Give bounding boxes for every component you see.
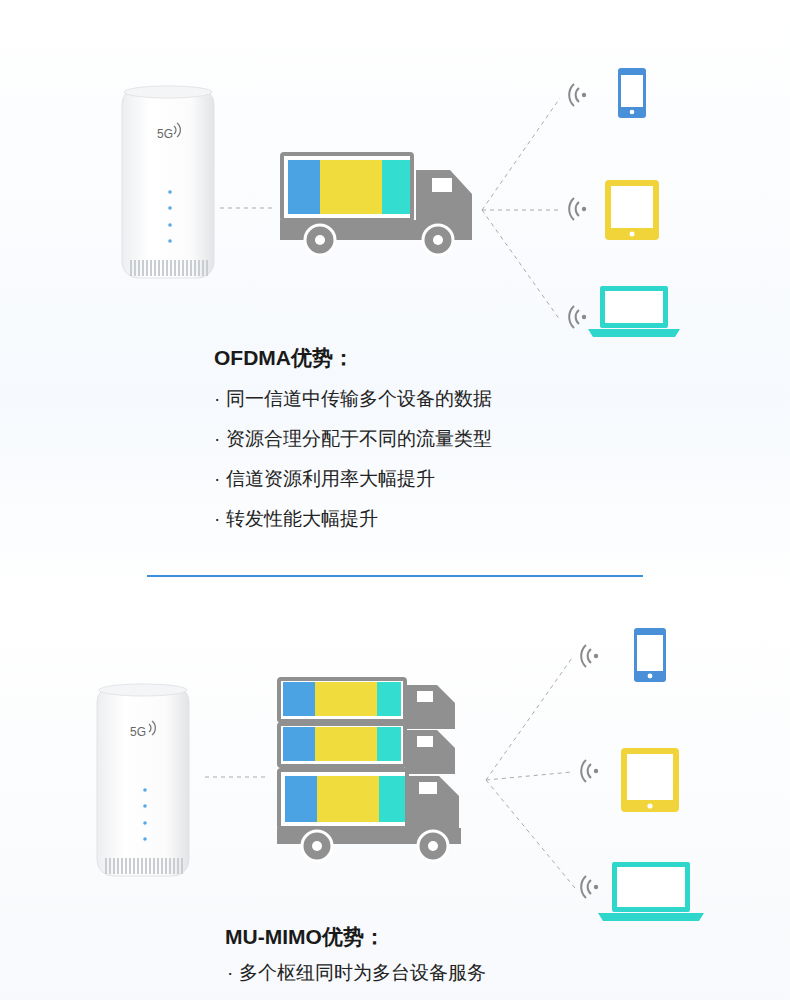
bullet-item: · 同一信道中传输多个设备的数据	[214, 388, 492, 411]
bullet-item: · 多个枢纽同时为多台设备服务	[227, 962, 486, 985]
section-heading: OFDMA优势：	[214, 345, 354, 370]
section-heading: MU-MIMO优势：	[225, 924, 385, 949]
device-logo: 5G	[130, 725, 146, 739]
bullet-item: · 信道资源利用率大幅提升	[214, 468, 435, 491]
bullet-item: · 转发性能大幅提升	[214, 508, 378, 531]
device-logo: 5G	[157, 127, 173, 141]
bullet-item: · 资源合理分配于不同的流量类型	[214, 428, 492, 451]
